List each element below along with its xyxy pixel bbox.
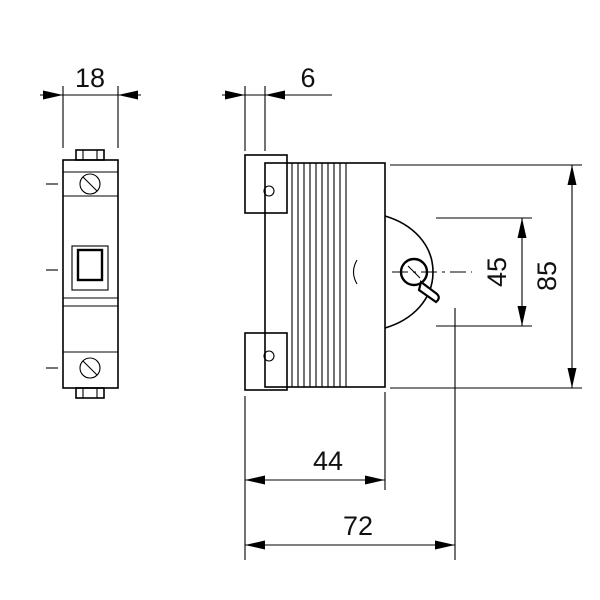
front-panel-lines xyxy=(63,171,118,353)
dim-label-mounting-depth: 44 xyxy=(313,446,343,476)
arrowhead xyxy=(43,90,63,100)
dimension-front-section-height: 45 xyxy=(436,217,532,327)
arrowhead xyxy=(365,475,385,485)
side-view xyxy=(244,154,472,391)
arrowhead xyxy=(567,165,577,185)
cooling-ribs xyxy=(291,163,347,387)
din-flange-top xyxy=(244,154,288,214)
dimension-front-width: 18 xyxy=(40,63,141,148)
dim-label-front-section-height: 45 xyxy=(482,257,512,287)
arrowhead xyxy=(435,540,455,550)
toggle-switch xyxy=(71,245,109,291)
top-mounting-tab xyxy=(75,149,105,161)
arrowhead xyxy=(118,90,138,100)
terminal-screw-bottom xyxy=(79,357,101,379)
arrowhead xyxy=(265,90,285,100)
dimension-mounting-depth: 44 xyxy=(244,392,386,560)
face-detail-arc xyxy=(352,259,358,285)
arrowhead xyxy=(567,368,577,388)
dim-label-total-height: 85 xyxy=(532,261,562,291)
dimension-rail-offset: 6 xyxy=(222,63,332,151)
din-flange-bottom xyxy=(244,332,288,391)
toggle-knob xyxy=(76,248,104,282)
bottom-mounting-tab xyxy=(75,387,105,399)
dimension-total-depth: 72 xyxy=(245,308,456,560)
side-body xyxy=(264,162,386,388)
arrowhead xyxy=(245,540,265,550)
dimension-total-height: 85 xyxy=(390,164,582,389)
arrowhead xyxy=(245,475,265,485)
terminal-screw-top xyxy=(79,173,101,195)
arrowhead xyxy=(225,90,245,100)
rivet-top xyxy=(263,185,275,197)
dim-label-rail-offset: 6 xyxy=(300,63,315,93)
dim-label-total-depth: 72 xyxy=(343,511,373,541)
arrowhead xyxy=(517,218,527,238)
rivet-bottom xyxy=(263,350,275,362)
dim-label-front-width: 18 xyxy=(75,63,105,93)
handle-lever xyxy=(417,280,440,304)
centerline-stubs xyxy=(46,183,58,369)
handle-assembly xyxy=(392,257,472,304)
front-view xyxy=(46,149,119,399)
arrowhead xyxy=(517,306,527,326)
